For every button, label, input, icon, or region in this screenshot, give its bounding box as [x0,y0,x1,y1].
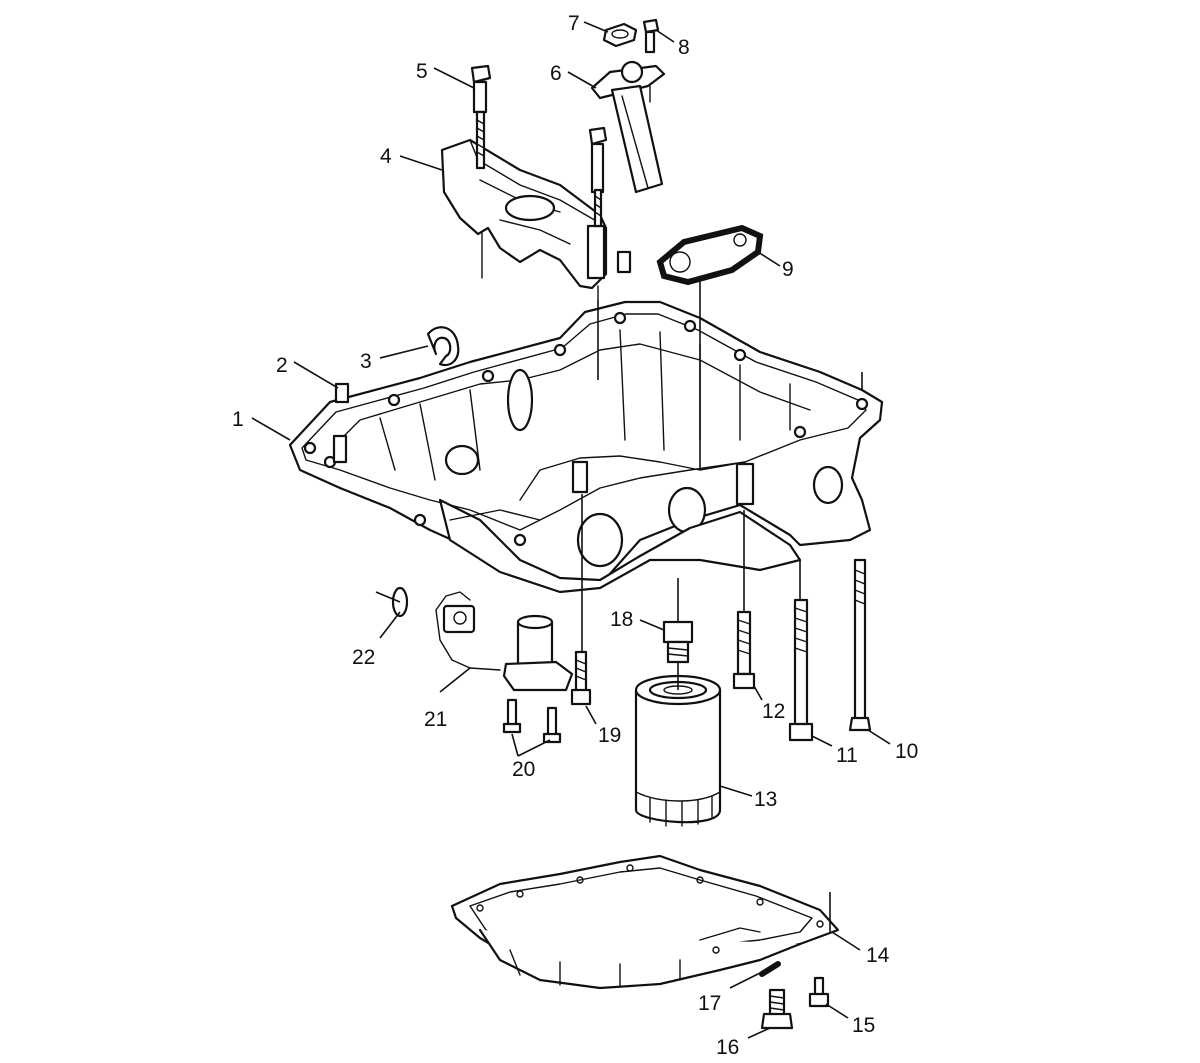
nut-7 [602,22,638,48]
bolt-15 [808,976,830,1008]
bolt-10 [848,558,872,732]
bolt-11 [788,598,814,742]
callout-6: 6 [550,62,562,85]
bolt-baffle-long [588,126,608,301]
callout-4: 4 [380,145,392,168]
callout-1: 1 [232,408,244,431]
bolt-19 [570,650,592,706]
callout-14: 14 [866,944,890,967]
oil-pickup-tube [590,60,666,194]
callout-8: 8 [678,36,690,59]
upper-oil-pan [288,300,884,594]
bolt-12 [732,610,756,690]
leader-lines [251,21,891,1039]
callout-13: 13 [754,788,777,811]
callout-7: 7 [568,12,580,35]
bolt-5 [470,64,492,170]
seal-3 [426,326,460,367]
callout-17: 17 [698,992,721,1015]
callout-12: 12 [762,700,785,723]
callout-9: 9 [782,258,794,281]
callout-15: 15 [852,1014,875,1037]
callout-3: 3 [360,350,372,373]
drain-plug-gasket [759,961,781,977]
oil-filter-fitting [662,620,694,664]
callout-21: 21 [424,708,447,731]
callout-16: 16 [716,1036,739,1059]
callout-5: 5 [416,60,428,83]
callout-2: 2 [276,354,288,377]
callout-20: 20 [512,758,535,781]
oil-filter [634,674,722,827]
callout-11: 11 [836,744,858,767]
lower-oil-pan [450,854,840,990]
sensor-connector [391,586,476,634]
callout-19: 19 [598,724,621,747]
callout-22: 22 [352,646,375,669]
dowel-pin [616,250,632,274]
dowel-2 [334,382,350,404]
oil-pan-baffle [440,138,608,290]
oil-pressure-solenoid [435,591,574,692]
stud-8 [642,18,660,54]
oil-filter-adapter-gasket [656,224,764,286]
callout-numbers: 1 2 3 4 5 6 7 8 9 10 11 12 13 14 15 16 1… [232,12,918,1059]
callout-10: 10 [895,740,918,763]
bolts-20 [502,698,562,744]
drain-plug [760,988,794,1030]
callout-18: 18 [610,608,633,631]
